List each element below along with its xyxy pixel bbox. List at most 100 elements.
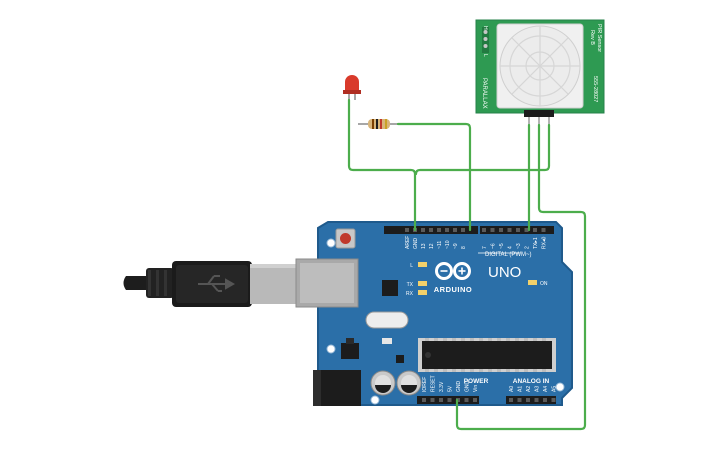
red-led[interactable] (343, 75, 361, 100)
chip-pin (497, 338, 501, 341)
chip-pin (425, 338, 429, 341)
pin-label: 2 (525, 246, 531, 249)
pin-hole[interactable] (445, 228, 449, 232)
chip-pin (443, 338, 447, 341)
pin-hole[interactable] (551, 398, 556, 402)
pin-hole[interactable] (509, 398, 513, 402)
pin-label: A1 (518, 386, 524, 392)
chip-pin (488, 338, 492, 341)
pin-hole[interactable] (429, 228, 433, 232)
pin-label: GND (413, 238, 419, 250)
pir-part: 555-28027 (592, 76, 598, 102)
chip-pin (542, 338, 546, 341)
smd-component (382, 338, 392, 344)
pin-hole[interactable] (499, 228, 503, 232)
pin-hole[interactable] (405, 228, 409, 232)
chip-pin (425, 369, 429, 372)
chip-pin (434, 338, 438, 341)
pin-label: A4 (543, 386, 549, 392)
usb-cable-end (123, 276, 150, 290)
chip-pin (515, 338, 519, 341)
mounting-hole (370, 395, 380, 405)
chip-pin (461, 338, 465, 341)
pin-hole[interactable] (437, 228, 441, 232)
pin-hole[interactable] (507, 228, 512, 232)
pin-hole[interactable] (421, 228, 425, 232)
pin-label: 4 (508, 246, 514, 249)
led-tx-indicator (418, 281, 427, 286)
pin-hole[interactable] (453, 228, 457, 232)
chip-pin (542, 369, 546, 372)
chip-pin (506, 369, 510, 372)
wires[interactable] (347, 98, 587, 431)
analog-pin-holes[interactable] (509, 398, 556, 402)
wire-resistor-to-pin8[interactable] (396, 122, 472, 232)
resistor[interactable] (358, 119, 398, 129)
chip-pin (470, 369, 474, 372)
capacitor (370, 370, 396, 396)
led-dome (345, 75, 359, 92)
pin-label: A5 (552, 386, 558, 392)
pin-label: RESET (431, 375, 437, 392)
led-on-label: ON (540, 281, 548, 287)
pin-hole[interactable] (541, 228, 546, 232)
digital-header-label: DIGITAL (PWM~) (485, 252, 532, 258)
pin-hole[interactable] (447, 398, 452, 402)
chip-pin (452, 369, 456, 372)
arduino-brand: ARDUINO (434, 285, 473, 294)
pin-hole[interactable] (533, 228, 537, 232)
pin-hole[interactable] (439, 398, 443, 402)
chip-pin (524, 369, 528, 372)
smd-component (396, 355, 404, 363)
chip-pin (461, 369, 465, 372)
pir-name: PIR Sensor (596, 24, 602, 52)
arduino-logo-icon (435, 262, 471, 280)
capacitor (396, 370, 422, 396)
pir-sensor[interactable]: H L PARALLAX PIR Sensor Rev B 555-28027 (475, 19, 605, 125)
arduino-model: UNO (488, 264, 521, 281)
pin-hole[interactable] (430, 398, 435, 402)
pin-label: 7 (482, 246, 488, 249)
wire-pir-gnd[interactable] (414, 123, 551, 176)
pin-hole[interactable] (464, 398, 469, 402)
chip-pin (479, 369, 483, 372)
usb-plug-shell (250, 264, 296, 304)
chip-pin (497, 369, 501, 372)
usb-cable[interactable] (123, 261, 297, 307)
pin-label: IOREF (422, 377, 428, 392)
pin-hole[interactable] (473, 398, 477, 402)
analog-header (506, 396, 556, 404)
pin-hole[interactable] (526, 398, 530, 402)
pin-label: 13 (421, 243, 427, 249)
wire-pir-vcc-to-5v[interactable] (455, 123, 587, 431)
pin-hole[interactable] (516, 228, 520, 232)
pin-label: GND (465, 381, 471, 393)
pin-hole[interactable] (534, 398, 539, 402)
led-l-indicator (418, 262, 427, 267)
led-l-label: L (410, 263, 413, 269)
chip-pin (443, 369, 447, 372)
chip-pin (506, 338, 510, 341)
crystal-oscillator (365, 311, 409, 329)
pin-hole[interactable] (482, 228, 486, 232)
pin-hole[interactable] (490, 228, 495, 232)
pin-label: A2 (526, 386, 532, 392)
chip-pin (479, 338, 483, 341)
wire-led-cathode-to-gnd[interactable] (347, 98, 417, 232)
pin-hole[interactable] (517, 398, 522, 402)
pir-jumper (482, 27, 489, 53)
pin-hole[interactable] (461, 228, 465, 232)
pin-hole[interactable] (543, 398, 547, 402)
regulator (341, 343, 359, 359)
chip-pin (533, 338, 537, 341)
led-on-indicator (528, 280, 537, 285)
pin-label: ~3 (516, 243, 522, 249)
pin-hole[interactable] (524, 228, 529, 232)
chip-pin (515, 369, 519, 372)
pin-hole[interactable] (422, 398, 426, 402)
pin-label: ~10 (445, 240, 451, 249)
